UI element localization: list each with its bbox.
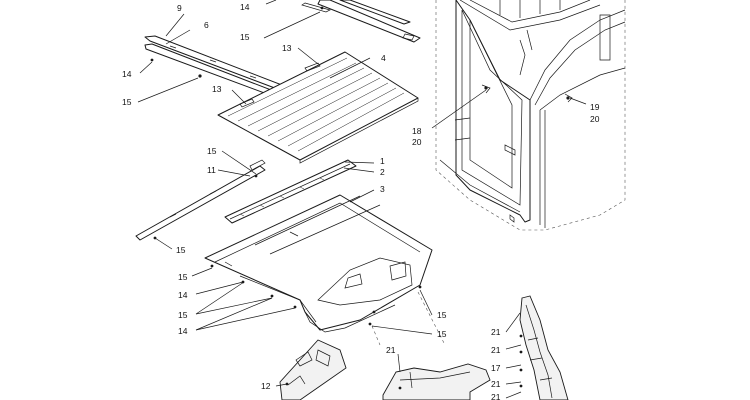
callout-20: 20: [590, 114, 600, 124]
side-cover-panel: [519, 295, 569, 400]
callout-21: 21: [386, 345, 396, 355]
roof-trim-strips: [144, 35, 301, 105]
callout-9: 9: [177, 3, 182, 13]
callout-15: 15: [207, 146, 217, 156]
lower-shell: [382, 363, 491, 400]
callout-4: 4: [381, 53, 386, 63]
callout-19: 19: [590, 102, 600, 112]
callout-21: 21: [491, 392, 501, 400]
callout-13: 13: [212, 84, 222, 94]
callout-labels: 9 6 14 15 14 15 13 4 13 18 20 19 20 15 1…: [122, 2, 600, 400]
callout-20: 20: [412, 137, 422, 147]
callout-1: 1: [380, 156, 385, 166]
callout-15: 15: [437, 329, 447, 339]
upper-roof-strip: [301, 0, 421, 43]
callout-3: 3: [380, 184, 385, 194]
callout-14: 14: [178, 290, 188, 300]
cab-frame: [435, 0, 626, 231]
callout-15: 15: [178, 310, 188, 320]
side-trim-strip: [135, 159, 266, 241]
callout-15: 15: [240, 32, 250, 42]
headliner-panel: [217, 51, 419, 164]
callout-21: 21: [491, 345, 501, 355]
callout-15: 15: [122, 97, 132, 107]
callout-15: 15: [176, 245, 186, 255]
callout-13: 13: [282, 43, 292, 53]
callout-15: 15: [437, 310, 447, 320]
callout-21: 21: [491, 379, 501, 389]
callout-12: 12: [261, 381, 271, 391]
roof-liner-tray: [204, 194, 446, 346]
callout-21: 21: [491, 327, 501, 337]
callout-18: 18: [412, 126, 422, 136]
leader-lines: [137, 0, 587, 399]
callout-11: 11: [207, 165, 216, 175]
callout-14: 14: [122, 69, 132, 79]
callout-17: 17: [491, 363, 501, 373]
callout-15: 15: [178, 272, 188, 282]
callout-14: 14: [178, 326, 188, 336]
rear-bracket: [279, 339, 347, 400]
callout-14: 14: [240, 2, 250, 12]
callout-6: 6: [204, 20, 209, 30]
seal-strip: [224, 159, 357, 224]
callout-2: 2: [380, 167, 385, 177]
